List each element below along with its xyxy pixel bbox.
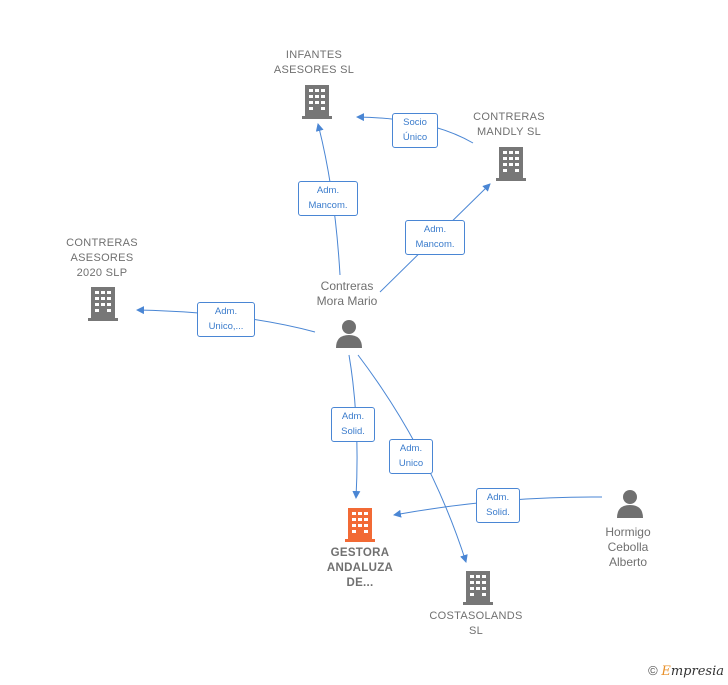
person-label-contreras[interactable]: Contreras Mora Mario xyxy=(316,279,378,308)
company-label-gestora[interactable]: GESTORA ANDALUZA DE... xyxy=(326,547,394,589)
company-label-infantes[interactable]: INFANTES ASESORES SL xyxy=(273,49,355,76)
edge-label-adm-solid: Adm. Solid. xyxy=(331,407,375,442)
person-label-hormigo[interactable]: Hormigo Cebolla Alberto xyxy=(605,525,651,569)
person-icon xyxy=(617,490,643,518)
edge-label-adm-unico: Adm. Unico xyxy=(389,439,433,474)
company-label-costasolands[interactable]: COSTASOLANDS SL xyxy=(429,610,523,637)
edge-label-socio-unico: Socio Único xyxy=(392,113,438,148)
company-label-asesores2020[interactable]: CONTRERAS ASESORES 2020 SLP xyxy=(66,237,138,279)
edge-label-adm-mancom: Adm. Mancom. xyxy=(298,181,358,216)
copyright-symbol: © xyxy=(648,663,658,678)
company-label-mandly[interactable]: CONTRERAS MANDLY SL xyxy=(473,111,545,138)
edge-label-adm-unico-dots: Adm. Unico,... xyxy=(197,302,255,337)
brand-footer: © Empresia xyxy=(648,663,724,679)
edge-label-adm-mancom: Adm. Mancom. xyxy=(405,220,465,255)
edge-label-adm-solid: Adm. Solid. xyxy=(476,488,520,523)
brand-logo: Empresia xyxy=(661,664,724,679)
person-icon xyxy=(336,320,362,348)
